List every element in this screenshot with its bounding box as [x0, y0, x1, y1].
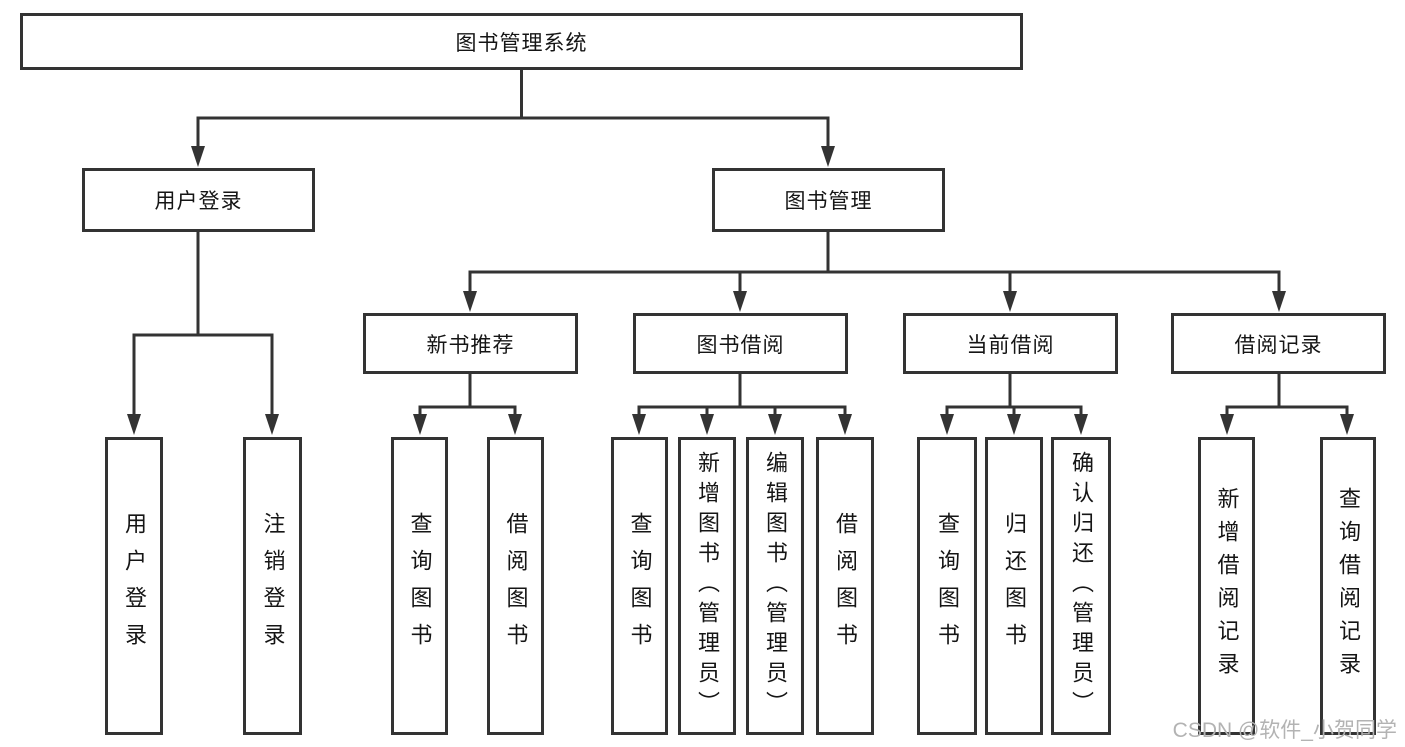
node-label: 查询图书	[627, 512, 653, 660]
leaf-confirm-return-admin: 确认归还（管理员）	[1051, 437, 1111, 735]
node-label: 查询图书	[935, 512, 960, 660]
node-label: 当前借阅	[966, 333, 1055, 357]
connector-new-book-rec-children	[418, 374, 517, 419]
node-library-system: 图书管理系统	[20, 13, 1023, 70]
node-label: 归还图书	[1002, 512, 1027, 660]
node-user-login: 用户登录	[82, 168, 315, 232]
node-book-management: 图书管理	[712, 168, 945, 232]
leaf-borrow-books: 借阅图书	[816, 437, 874, 735]
node-label: 用户登录	[154, 190, 243, 213]
node-label: 注销登录	[260, 512, 286, 660]
node-label: 借阅图书	[503, 512, 529, 660]
leaf-query-books-current: 查询图书	[917, 437, 977, 735]
node-current-borrowing: 当前借阅	[903, 313, 1118, 374]
connector-current-borrow-children	[945, 374, 1083, 419]
node-label: 确认归还（管理员）	[1069, 451, 1094, 721]
node-label: 新书推荐	[426, 333, 515, 357]
leaf-user-login: 用户登录	[105, 437, 163, 735]
node-label: 用户登录	[122, 512, 147, 660]
node-new-book-recommend: 新书推荐	[363, 313, 578, 374]
leaf-query-books-recommend: 查询图书	[391, 437, 448, 735]
csdn-watermark: CSDN @软件_小贺同学	[1172, 719, 1397, 742]
leaf-return-books: 归还图书	[985, 437, 1043, 735]
node-book-borrowing: 图书借阅	[633, 313, 848, 374]
node-label: 借阅记录	[1234, 333, 1323, 357]
leaf-query-books-borrowing: 查询图书	[611, 437, 668, 735]
node-label: 查询借阅记录	[1336, 487, 1361, 685]
connector-book-borrow-children	[637, 374, 847, 419]
leaf-add-borrow-record: 新增借阅记录	[1198, 437, 1255, 735]
leaf-borrow-books-recommend: 借阅图书	[487, 437, 544, 735]
leaf-edit-books-admin: 编辑图书（管理员）	[746, 437, 804, 735]
connector-root-to-level2	[196, 67, 830, 150]
connector-user-login-children	[132, 232, 274, 420]
node-label: 新增借阅记录	[1214, 487, 1240, 685]
connector-borrow-record-children	[1225, 374, 1349, 419]
connector-book-mgmt-children	[468, 232, 1281, 296]
leaf-query-borrow-record: 查询借阅记录	[1320, 437, 1376, 735]
node-label: 新增图书（管理员）	[695, 451, 720, 721]
node-label: 图书管理	[784, 190, 873, 213]
node-label: 图书借阅	[696, 333, 785, 357]
leaf-add-books-admin: 新增图书（管理员）	[678, 437, 736, 735]
node-label: 图书管理系统	[455, 31, 588, 55]
arrowheads	[127, 146, 1354, 435]
node-label: 编辑图书（管理员）	[763, 451, 788, 721]
leaf-logout: 注销登录	[243, 437, 302, 735]
node-label: 借阅图书	[833, 512, 858, 660]
node-borrowing-records: 借阅记录	[1171, 313, 1386, 374]
node-label: 查询图书	[407, 512, 433, 660]
